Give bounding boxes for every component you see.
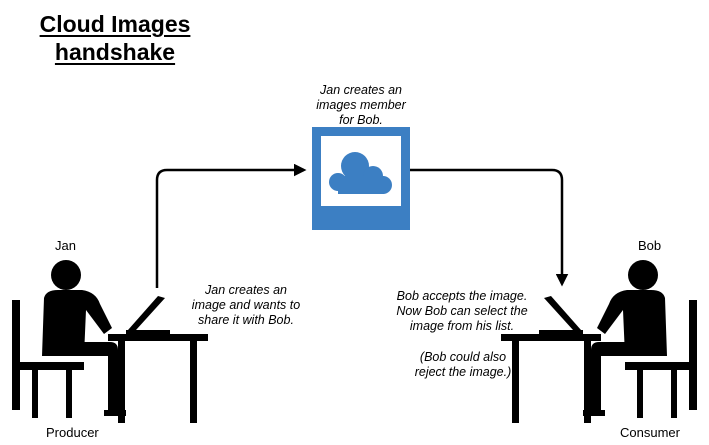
producer-note-line: Jan creates an bbox=[205, 283, 287, 297]
consumer-note-line: image from his list. bbox=[409, 319, 515, 333]
consumer-aside: (Bob could also reject the image.) bbox=[398, 350, 528, 380]
server-caption-line: images member bbox=[316, 98, 406, 112]
consumer-note-line: Bob accepts the image. bbox=[396, 289, 528, 303]
consumer-figure bbox=[501, 260, 697, 423]
consumer-note-line: Now Bob can select the bbox=[396, 304, 528, 318]
title-line-2: handshake bbox=[54, 39, 176, 65]
producer-figure bbox=[12, 260, 208, 423]
consumer-note: Bob accepts the image. Now Bob can selec… bbox=[382, 289, 542, 334]
producer-role: Producer bbox=[46, 425, 99, 440]
consumer-role: Consumer bbox=[620, 425, 680, 440]
title-line-1: Cloud Images bbox=[39, 11, 191, 37]
arrow-server-to-consumer bbox=[410, 168, 569, 287]
cloud-image-icon bbox=[312, 127, 410, 230]
producer-note: Jan creates an image and wants to share … bbox=[178, 283, 314, 328]
producer-note-line: share it with Bob. bbox=[198, 313, 294, 327]
consumer-aside-line: reject the image.) bbox=[414, 365, 512, 379]
server-caption-line: for Bob. bbox=[339, 113, 383, 127]
diagram-title: Cloud Images handshake bbox=[20, 10, 210, 66]
consumer-name: Bob bbox=[638, 238, 662, 253]
consumer-aside-line: (Bob could also bbox=[419, 350, 507, 364]
server-caption: Jan creates an images member for Bob. bbox=[300, 83, 422, 128]
producer-name: Jan bbox=[55, 238, 76, 253]
producer-note-line: image and wants to bbox=[191, 298, 301, 312]
server-caption-line: Jan creates an bbox=[320, 83, 402, 97]
arrow-producer-to-server bbox=[155, 163, 307, 288]
